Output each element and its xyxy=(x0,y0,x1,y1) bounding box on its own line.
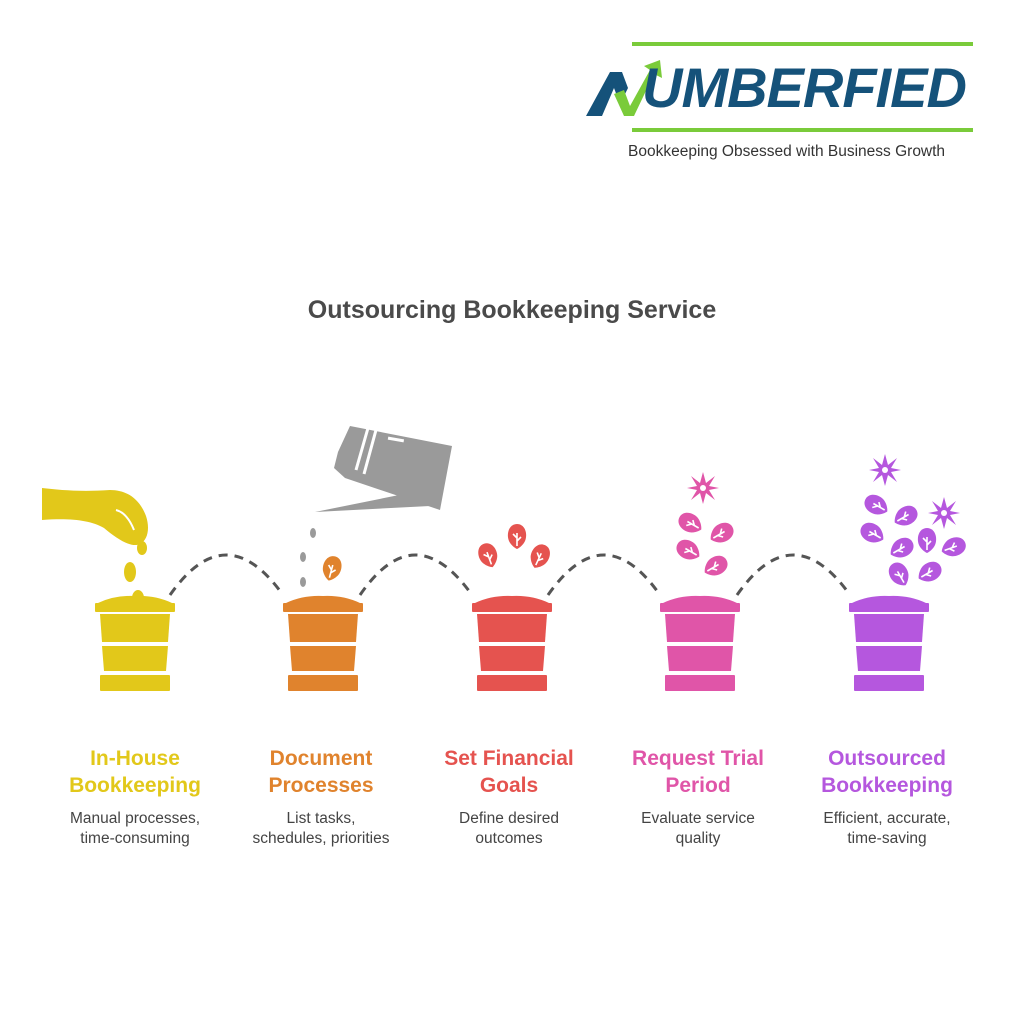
step-description: Manual processes, time-consuming xyxy=(69,810,201,847)
logo-top-bar xyxy=(632,42,973,46)
step-title: Set Financial Goals xyxy=(444,747,574,797)
step-document-processes: Document Processes List tasks, schedules… xyxy=(226,745,416,849)
step-set-financial-goals: Set Financial Goals Define desired outco… xyxy=(414,745,604,849)
step-description: List tasks, schedules, priorities xyxy=(252,810,390,847)
step-2-pot-icon xyxy=(283,426,452,691)
step-description: Define desired outcomes xyxy=(459,810,559,847)
logo-bottom-bar xyxy=(632,128,973,132)
step-title: Request Trial Period xyxy=(632,747,764,797)
logo-n-arrow-icon xyxy=(586,60,662,116)
step-in-house-bookkeeping: In-House Bookkeeping Manual processes, t… xyxy=(40,745,230,849)
logo-wordmark: UMBERFIED xyxy=(642,56,967,119)
step-description: Evaluate service quality xyxy=(641,810,755,847)
step-3-pot-icon xyxy=(472,523,555,691)
step-5-pot-icon xyxy=(849,454,970,691)
step-1-pot-icon xyxy=(42,488,175,691)
process-illustration xyxy=(42,426,970,691)
step-4-pot-icon xyxy=(660,472,740,691)
connector-arcs xyxy=(168,553,852,596)
diagram-title: Outsourcing Bookkeeping Service xyxy=(307,296,717,324)
step-description: Efficient, accurate, time-saving xyxy=(823,810,951,847)
step-request-trial-period: Request Trial Period Evaluate service qu… xyxy=(603,745,793,849)
step-title: Document Processes xyxy=(268,747,374,797)
numberfied-logo: UMBERFIED Bookkeeping Obsessed with Busi… xyxy=(584,40,976,165)
step-outsourced-bookkeeping: Outsourced Bookkeeping Efficient, accura… xyxy=(792,745,982,849)
step-title: Outsourced Bookkeeping xyxy=(821,747,953,797)
logo-tagline: Bookkeeping Obsessed with Business Growt… xyxy=(628,143,946,160)
step-title: In-House Bookkeeping xyxy=(69,747,201,797)
